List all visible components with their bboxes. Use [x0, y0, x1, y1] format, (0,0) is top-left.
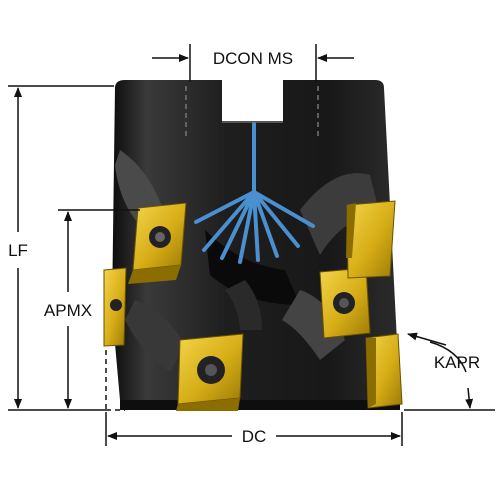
label-lf: LF: [8, 241, 28, 260]
dim-kapr: [404, 332, 495, 411]
reference-lines: [105, 350, 125, 411]
dim-apmx: [58, 209, 140, 409]
insert-right-top: [346, 200, 396, 279]
label-dcon-ms: DCON MS: [213, 49, 293, 68]
insert-left-edge: [103, 267, 127, 347]
insert-bottom-center: [176, 333, 244, 411]
coolant-channels: [194, 122, 315, 264]
label-kapr: KAPR: [434, 353, 480, 372]
insert-upper-left: [128, 202, 187, 284]
dim-lf: [8, 85, 114, 411]
label-dc: DC: [242, 427, 267, 446]
drive-slot: [222, 80, 283, 122]
insert-bottom-right: [365, 333, 403, 409]
label-apmx: APMX: [44, 301, 92, 320]
inserts: [103, 200, 403, 411]
dim-dcon-ms: [152, 44, 354, 82]
dim-dc: [105, 412, 403, 446]
insert-right-middle: [319, 267, 371, 339]
